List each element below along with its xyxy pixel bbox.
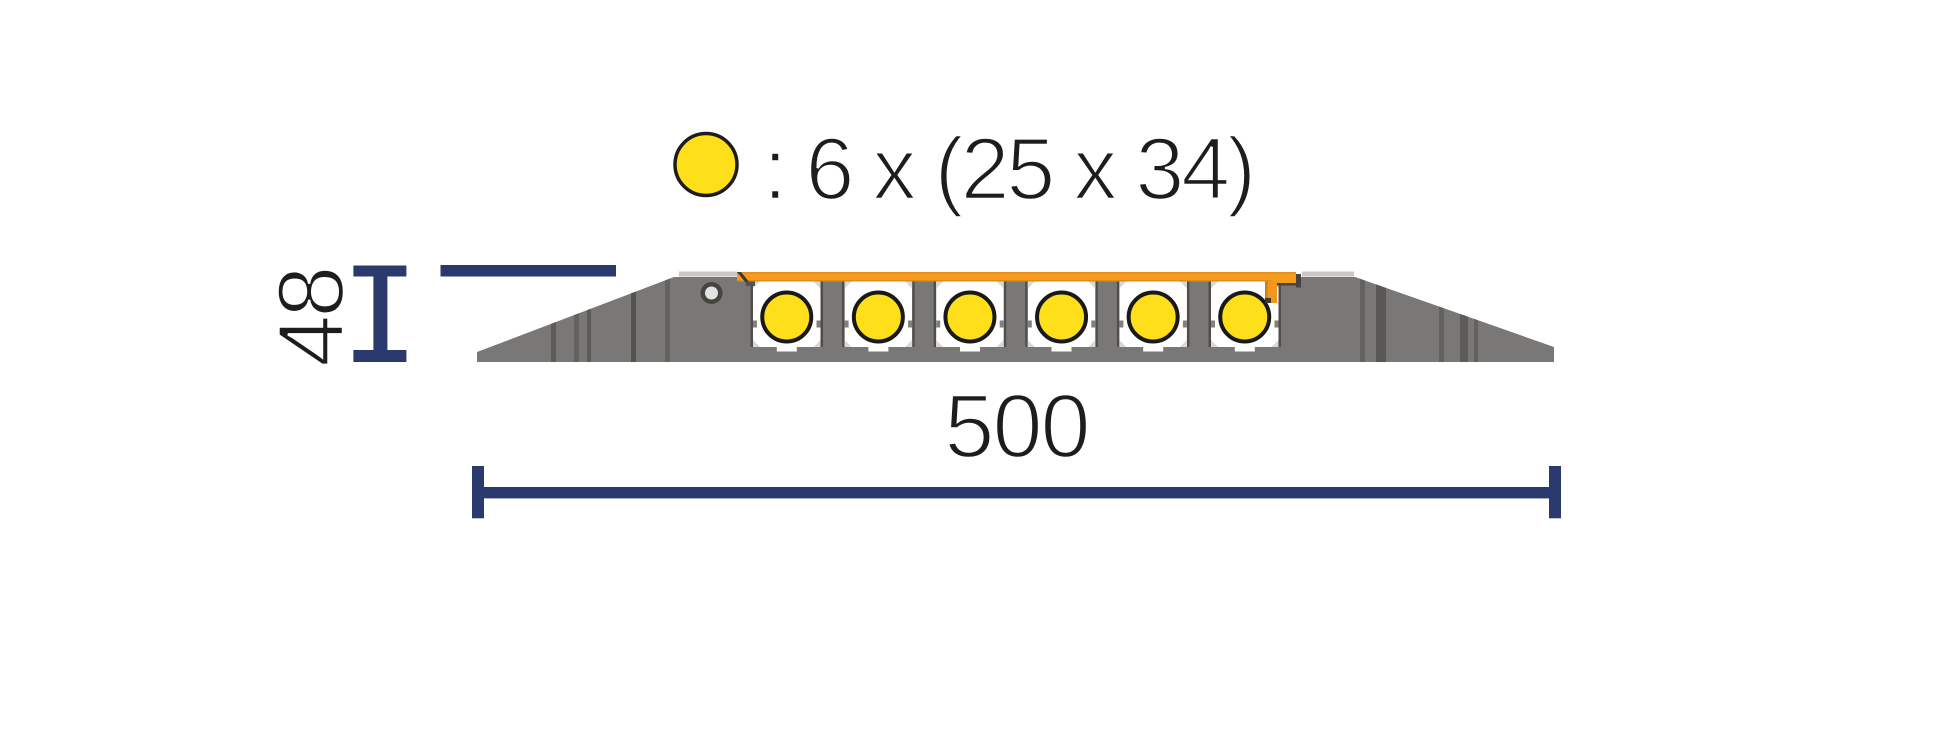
svg-text:: 6 x (25 x 34): : 6 x (25 x 34) xyxy=(763,119,1253,218)
svg-text:500: 500 xyxy=(944,377,1088,477)
svg-text:48: 48 xyxy=(258,268,363,367)
